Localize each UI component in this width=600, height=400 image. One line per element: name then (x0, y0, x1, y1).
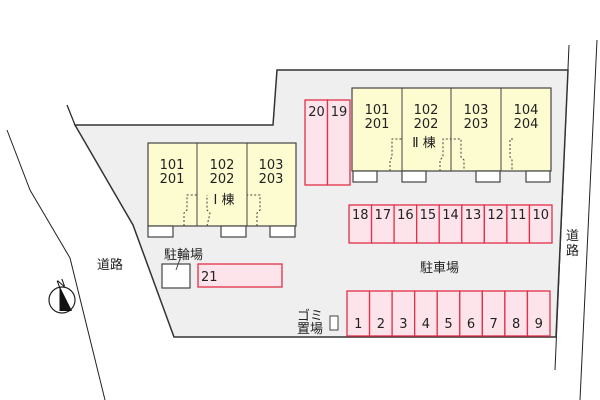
unit-label: 201 (365, 117, 390, 132)
north-compass-icon: N (48, 277, 76, 314)
building-name: Ⅱ 棟 (412, 136, 436, 151)
parking-spot-number: 15 (420, 208, 437, 223)
bicycle-parking-area (161, 263, 191, 289)
unit-label: 102 (210, 158, 235, 173)
parking-spot-number: 17 (375, 208, 392, 223)
unit-label: 201 (160, 172, 185, 187)
unit-label: 102 (414, 103, 439, 118)
parking-spot-number: 14 (442, 208, 459, 223)
parking-spot-number: 3 (399, 317, 407, 332)
unit-label: 202 (414, 117, 439, 132)
parking-spot (197, 263, 283, 288)
road-label-right-1: 道路 (566, 229, 579, 259)
unit-label: 203 (464, 117, 489, 132)
garbage-area (329, 315, 339, 331)
parking-spot-number: 11 (510, 208, 527, 223)
road-label-left: 道路 (97, 257, 123, 273)
parking-spot-number: 2 (377, 317, 385, 332)
parking-spot-number: 9 (535, 317, 543, 332)
building-name: Ⅰ 棟 (214, 193, 235, 208)
road-left-inner-line (66, 104, 76, 126)
parking-spot-number: 7 (489, 317, 497, 332)
parking-spot (528, 204, 553, 244)
parking-spot-number: 4 (422, 317, 430, 332)
unit-label: 103 (259, 158, 284, 173)
parking-spot-number: 5 (444, 317, 452, 332)
unit-label: 101 (365, 103, 390, 118)
parking-spot-number: 18 (352, 208, 369, 223)
road-left-outer-line (6, 129, 106, 400)
unit-label: 203 (259, 172, 284, 187)
building-2: 101 201 102 202 103 203 104 204 Ⅱ 棟 (351, 87, 552, 183)
parking-spot-number: 10 (532, 208, 549, 223)
bicycle-parking-label: 駐輪場 (164, 247, 203, 263)
parking-spot-number: 21 (201, 270, 218, 285)
parking-lot-label: 駐車場 (420, 261, 459, 276)
parking-spot-number: 19 (331, 105, 348, 120)
building-1: 101 201 102 202 103 203 Ⅰ 棟 (147, 142, 297, 238)
unit-label: 204 (514, 117, 539, 132)
unit-label: 103 (464, 103, 489, 118)
unit-label: 104 (514, 103, 539, 118)
unit-label: 101 (160, 158, 185, 173)
parking-spot (526, 290, 551, 337)
parking-spot-number: 13 (465, 208, 482, 223)
garbage-label: ゴミ (297, 308, 323, 324)
road-right-outer-line (579, 39, 598, 400)
parking-spot-number: 6 (467, 317, 475, 332)
garbage-label: 置場 (297, 322, 323, 337)
parking-spot-number: 12 (487, 208, 504, 223)
parking-spot (326, 99, 351, 186)
parking-spot-number: 20 (308, 105, 325, 120)
parking-spot-number: 1 (354, 317, 362, 332)
unit-label: 202 (210, 172, 235, 187)
parking-spot-number: 8 (512, 317, 520, 332)
parking-spot-number: 16 (397, 208, 414, 223)
